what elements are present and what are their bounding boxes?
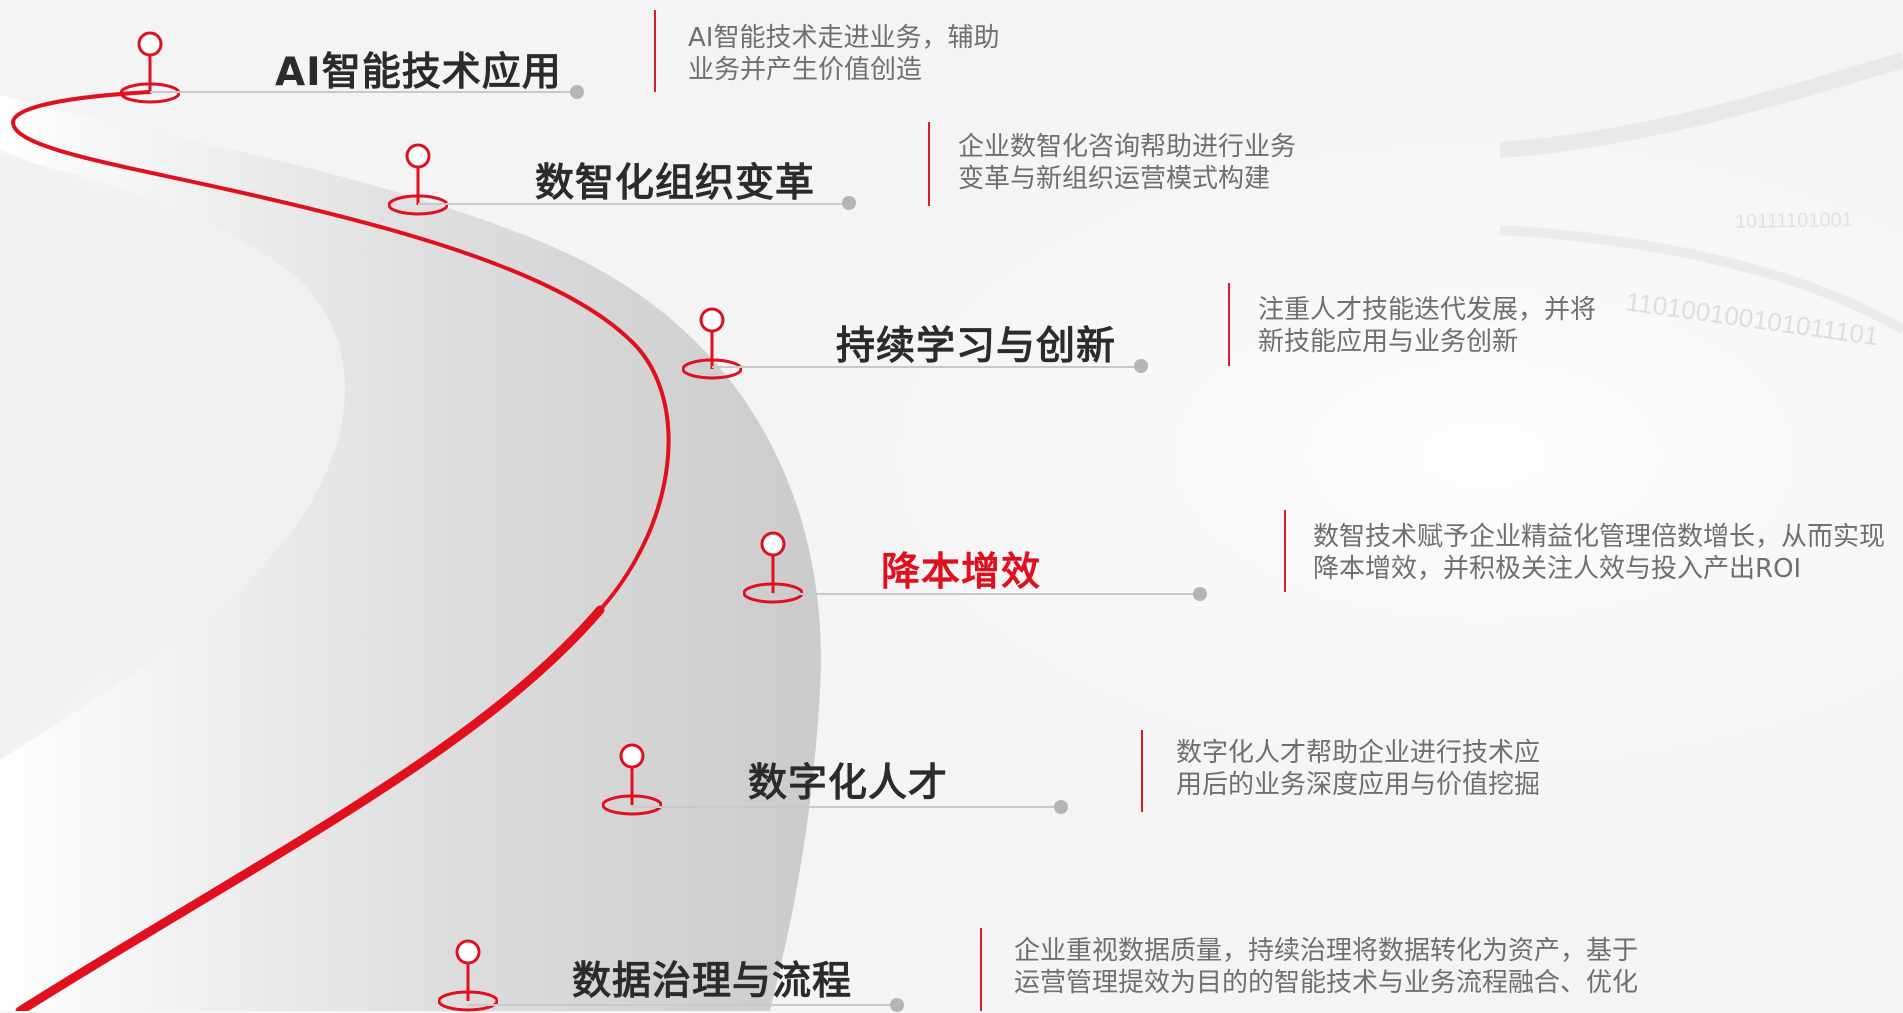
location-pin-icon: [388, 143, 448, 216]
accent-divider: [654, 10, 656, 92]
leader-end-dot: [1134, 359, 1148, 373]
location-pin-icon: [438, 939, 498, 1012]
description-line: 运营管理提效为目的的智能技术与业务流程融合、优化: [1014, 968, 1639, 998]
milestone-title: 数智化组织变革: [535, 161, 816, 206]
accent-divider: [1141, 730, 1143, 812]
description-line: 数字化人才帮助企业进行技术应: [1176, 738, 1541, 768]
leader-line: [468, 1004, 898, 1006]
milestone-description: 数智技术赋予企业精益化管理倍数增长，从而实现 降本增效，并积极关注人效与投入产出…: [1313, 521, 1885, 585]
accent-divider: [980, 928, 982, 1011]
binary-decoration-1: 10111101001: [1735, 209, 1853, 233]
location-pin-icon: [602, 743, 662, 816]
leader-end-dot: [842, 196, 856, 210]
description-line: 注重人才技能迭代发展，并将: [1258, 295, 1597, 325]
description-line: 业务并产生价值创造: [688, 55, 923, 85]
description-line: 企业重视数据质量，持续治理将数据转化为资产，基于: [1014, 936, 1639, 966]
leader-end-dot: [570, 85, 584, 99]
location-pin-icon: [120, 31, 180, 104]
description-line: 企业数智化咨询帮助进行业务: [958, 132, 1297, 162]
milestone-description: 企业重视数据质量，持续治理将数据转化为资产，基于 运营管理提效为目的的智能技术与…: [1014, 935, 1638, 999]
milestone-description: 企业数智化咨询帮助进行业务 变革与新组织运营模式构建: [958, 131, 1296, 195]
description-line: 用后的业务深度应用与价值挖掘: [1176, 770, 1541, 800]
description-line: 数智技术赋予企业精益化管理倍数增长，从而实现: [1313, 522, 1886, 552]
leader-line: [418, 203, 848, 205]
leader-end-dot: [1193, 587, 1207, 601]
leader-line: [773, 593, 1203, 595]
accent-divider: [928, 122, 930, 206]
milestone-description: AI智能技术走进业务，辅助 业务并产生价值创造: [688, 22, 999, 86]
location-pin-icon: [682, 307, 742, 380]
milestone-title: 降本增效: [881, 550, 1042, 595]
description-line: AI智能技术走进业务，辅助: [688, 23, 1000, 53]
leader-line: [632, 806, 1062, 808]
milestone-title: 数据治理与流程: [572, 959, 853, 1004]
leader-end-dot: [1054, 800, 1068, 814]
road-band: [0, 95, 821, 1011]
milestone-title: 持续学习与创新: [836, 324, 1117, 369]
milestone-description: 注重人才技能迭代发展，并将 新技能应用与业务创新: [1258, 294, 1596, 358]
milestone-title: AI智能技术应用: [275, 50, 562, 95]
description-line: 降本增效，并积极关注人效与投入产出ROI: [1313, 554, 1802, 584]
accent-divider: [1284, 510, 1286, 592]
accent-divider: [1228, 283, 1230, 366]
leader-line: [150, 91, 575, 93]
description-line: 变革与新组织运营模式构建: [958, 164, 1271, 194]
leader-line: [712, 366, 1142, 368]
leader-end-dot: [890, 998, 904, 1012]
milestone-description: 数字化人才帮助企业进行技术应 用后的业务深度应用与价值挖掘: [1176, 737, 1540, 801]
milestone-title: 数字化人才: [748, 761, 949, 806]
location-pin-icon: [743, 531, 803, 604]
description-line: 新技能应用与业务创新: [1258, 327, 1519, 357]
